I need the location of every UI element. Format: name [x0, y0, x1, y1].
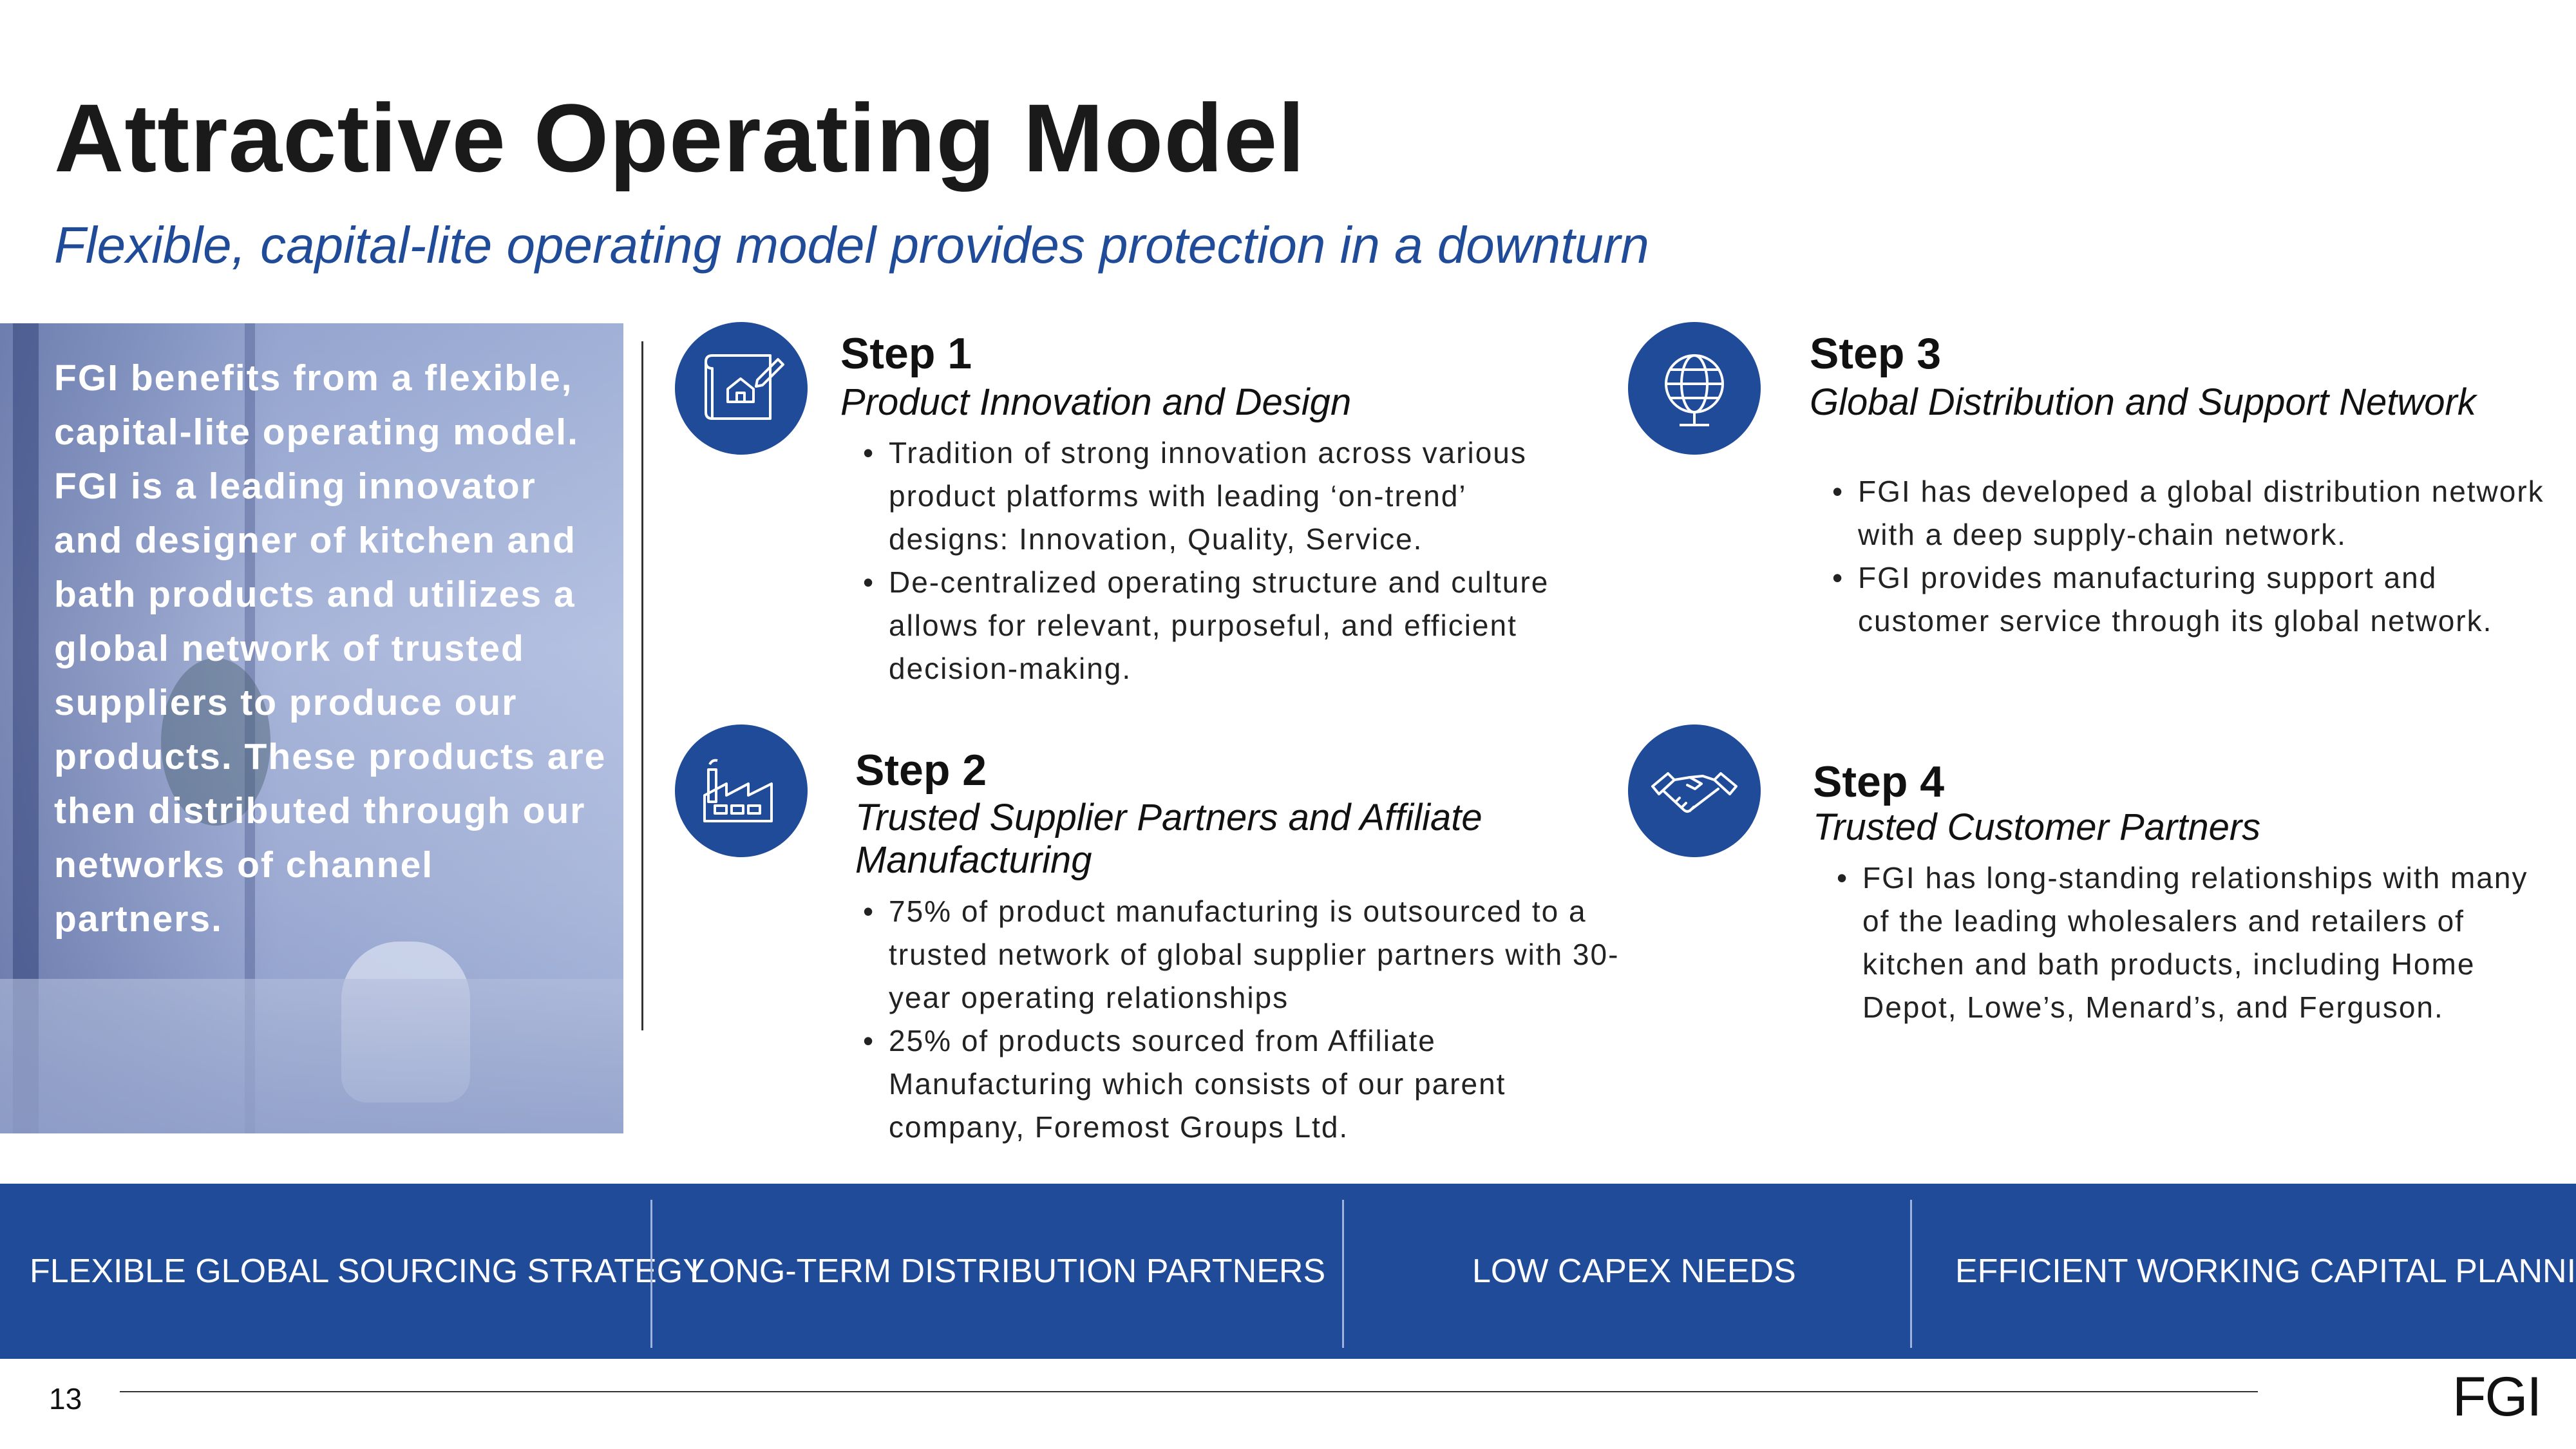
step-1-subheading: Product Innovation and Design: [840, 381, 1352, 423]
step-3-subheading: Global Distribution and Support Network: [1810, 381, 2476, 423]
list-item: 25% of products sourced from Affiliate M…: [863, 1019, 1623, 1149]
bar-divider: [1342, 1200, 1344, 1348]
panel-description: FGI benefits from a flexible, capital-li…: [54, 357, 607, 940]
handshake-icon: [1628, 724, 1761, 857]
step-1-bullets: Tradition of strong innovation across va…: [863, 431, 1571, 690]
bar-item-capex: LOW CAPEX NEEDS: [1472, 1253, 1796, 1290]
window-frame: [245, 323, 255, 1133]
bathroom-photo-panel: [0, 323, 623, 1133]
step-4-subheading: Trusted Customer Partners: [1813, 806, 2261, 848]
strategy-bar: FLEXIBLE GLOBAL SOURCING STRATEGY LONG-T…: [0, 1184, 2576, 1359]
step-2-heading: Step 2: [855, 746, 987, 795]
step-2-subheading: Trusted Supplier Partners and Affiliate …: [855, 797, 1482, 881]
vertical-divider: [641, 341, 643, 1030]
footer-rule: [120, 1391, 2258, 1392]
globe-icon: [1628, 322, 1761, 455]
step-2-bullets: 75% of product manufacturing is outsourc…: [863, 890, 1623, 1149]
step-4-heading: Step 4: [1813, 757, 1945, 806]
fgi-logo: FGI: [2452, 1366, 2542, 1428]
step-3-heading: Step 3: [1810, 329, 1942, 378]
blueprint-house-icon: [675, 322, 808, 455]
step-3-bullets: FGI has developed a global distribution …: [1832, 470, 2547, 643]
floor-shape: [0, 979, 623, 1133]
factory-icon: [675, 724, 808, 857]
step-4-bullets: FGI has long-standing relationships with…: [1837, 857, 2552, 1029]
list-item: Tradition of strong innovation across va…: [863, 431, 1571, 561]
page-number: 13: [49, 1382, 82, 1416]
list-item: FGI has developed a global distribution …: [1832, 470, 2547, 556]
list-item: FGI has long-standing relationships with…: [1837, 857, 2552, 1029]
bar-item-sourcing: FLEXIBLE GLOBAL SOURCING STRATEGY: [30, 1253, 705, 1290]
page-title: Attractive Operating Model: [54, 84, 1305, 192]
bar-divider: [1910, 1200, 1912, 1348]
plant-shape: [161, 658, 270, 826]
page-subtitle: Flexible, capital-lite operating model p…: [54, 216, 1649, 274]
list-item: De-centralized operating structure and c…: [863, 561, 1571, 690]
list-item: FGI provides manufacturing support and c…: [1832, 556, 2547, 643]
bar-item-distribution: LONG-TERM DISTRIBUTION PARTNERS: [690, 1253, 1326, 1290]
step-1-heading: Step 1: [840, 329, 972, 378]
bar-divider: [650, 1200, 652, 1348]
bar-item-working-capital: EFFICIENT WORKING CAPITAL PLANNING: [1955, 1253, 2576, 1290]
list-item: 75% of product manufacturing is outsourc…: [863, 890, 1623, 1019]
